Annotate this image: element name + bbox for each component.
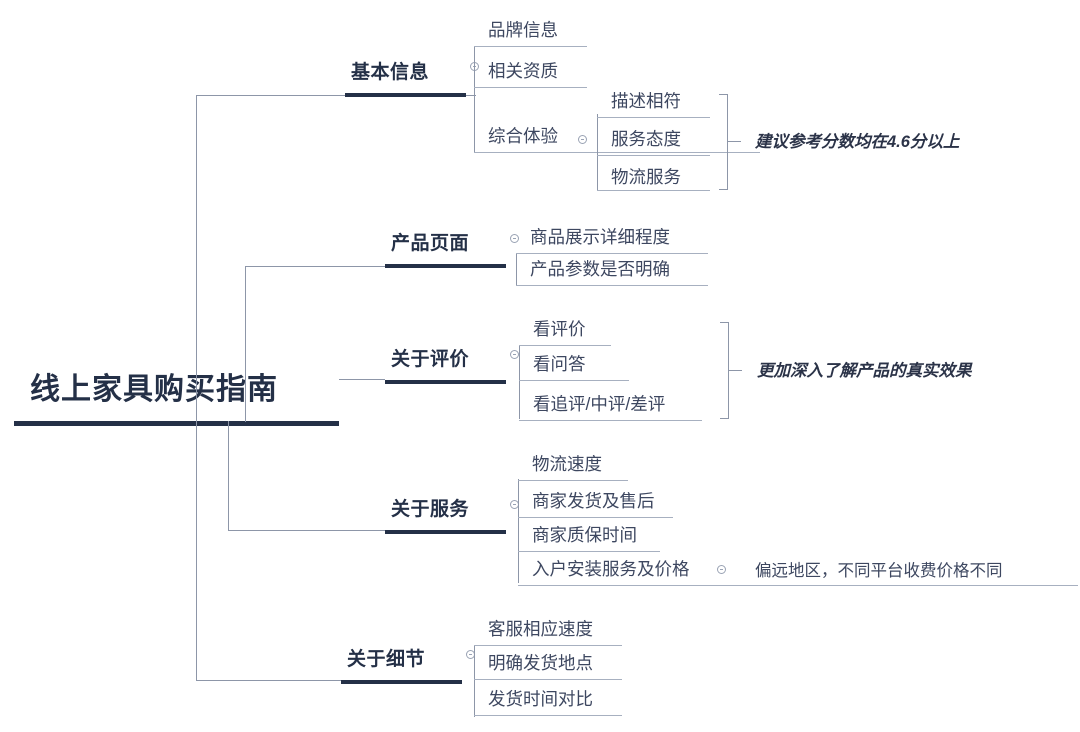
- leaf-underline-shipping-time-compare: [474, 715, 622, 717]
- leaf-label-read-reviews[interactable]: 看评价: [533, 319, 586, 339]
- leaf-underline-shipping-aftersales: [518, 517, 673, 519]
- leaf-label-display-detail[interactable]: 商品展示详细程度: [530, 227, 670, 247]
- branch-label-product-page[interactable]: 产品页面: [391, 233, 470, 254]
- branch-label-basic-info[interactable]: 基本信息: [351, 62, 430, 83]
- leaf-label-shipping-aftersales[interactable]: 商家发货及售后: [532, 491, 655, 511]
- leaf-label-shipping-location[interactable]: 明确发货地点: [488, 653, 593, 673]
- branch-connector-service: [228, 530, 385, 532]
- branch-label-about-details[interactable]: 关于细节: [347, 649, 426, 670]
- branch-label-about-service[interactable]: 关于服务: [391, 499, 470, 520]
- leaf-label-overall-experience[interactable]: 综合体验: [488, 126, 558, 146]
- branch-underline-details: [341, 680, 462, 684]
- leaf-underline-read-qa: [519, 380, 629, 382]
- bracket-vertical-details-children: [474, 645, 476, 717]
- subleaf-label-description-match[interactable]: 描述相符: [611, 91, 681, 111]
- root-node-label[interactable]: 线上家具购买指南: [30, 373, 278, 406]
- bracket-vertical-service-children: [518, 479, 520, 583]
- leaf-underline-overall-experience: [474, 152, 760, 154]
- note-label-score-recommendation[interactable]: 建议参考分数均在4.6分以上: [755, 133, 960, 151]
- leaf-label-shipping-time-compare[interactable]: 发货时间对比: [488, 689, 593, 709]
- collapse-toggle-icon-overall-experience[interactable]: [578, 135, 587, 144]
- bracket-vertical-reviews-children: [519, 345, 521, 419]
- bracket-vertical-overall-children: [597, 114, 599, 190]
- trunk-line-down-service: [228, 421, 230, 531]
- bracket-right-reviews-stub: [728, 370, 742, 372]
- collapse-toggle-icon-product[interactable]: [510, 234, 519, 243]
- leaf-label-warranty-period[interactable]: 商家质保时间: [532, 525, 637, 545]
- leaf-underline-shipping-location: [474, 679, 622, 681]
- subleaf-underline-description-match: [597, 117, 710, 119]
- leaf-label-logistics-speed[interactable]: 物流速度: [532, 454, 602, 474]
- leaf-underline-params-clear: [516, 285, 708, 287]
- leaf-label-qualifications[interactable]: 相关资质: [488, 61, 558, 81]
- collapse-toggle-icon-reviews[interactable]: [510, 350, 519, 359]
- branch-connector-basic: [196, 95, 351, 97]
- bracket-right-overall-top: [719, 94, 728, 96]
- trunk-line-up-product: [245, 266, 247, 422]
- trunk-line-up-basic: [196, 95, 198, 422]
- bracket-right-overall-stub: [727, 141, 741, 143]
- bracket-right-overall-bottom: [719, 189, 728, 191]
- branch-label-about-reviews[interactable]: 关于评价: [391, 349, 470, 370]
- note-label-deeper-understanding[interactable]: 更加深入了解产品的真实效果: [757, 362, 972, 380]
- leaf-label-params-clear[interactable]: 产品参数是否明确: [530, 259, 670, 279]
- branch-underline-service: [385, 530, 506, 534]
- leaf-label-read-followup-reviews[interactable]: 看追评/中评/差评: [533, 394, 666, 414]
- note-label-remote-area-pricing[interactable]: 偏远地区，不同平台收费价格不同: [755, 562, 1003, 580]
- subleaf-underline-logistics-service: [597, 190, 710, 192]
- leaf-label-read-qa[interactable]: 看问答: [533, 354, 586, 374]
- leaf-underline-logistics-speed: [518, 480, 628, 482]
- branch-underline-basic: [345, 93, 466, 97]
- leaf-underline-warranty-period: [518, 551, 660, 553]
- branch-underline-reviews: [385, 380, 506, 384]
- leaf-underline-read-followup-reviews: [519, 420, 702, 422]
- leaf-label-support-response-speed[interactable]: 客服相应速度: [488, 619, 593, 639]
- leaf-underline-qualifications: [474, 87, 587, 89]
- subleaf-label-service-attitude[interactable]: 服务态度: [611, 129, 681, 149]
- trunk-line-reviews: [339, 379, 385, 381]
- leaf-underline-support-response-speed: [474, 645, 622, 647]
- leaf-label-brand-info[interactable]: 品牌信息: [488, 20, 558, 40]
- bracket-vertical-product-children: [516, 253, 518, 285]
- branch-underline-product: [385, 264, 506, 268]
- leaf-underline-brand-info: [474, 46, 587, 48]
- subleaf-label-logistics-service[interactable]: 物流服务: [611, 167, 681, 187]
- collapse-toggle-icon-installation[interactable]: [717, 565, 726, 574]
- subleaf-underline-service-attitude: [597, 155, 710, 157]
- leaf-underline-installation-service: [518, 585, 1078, 587]
- leaf-underline-display-detail: [516, 253, 708, 255]
- branch-connector-details: [196, 680, 341, 682]
- leaf-label-installation-service[interactable]: 入户安装服务及价格: [532, 559, 690, 579]
- bracket-vertical-basic-children: [474, 46, 476, 152]
- bracket-stub-basic: [466, 95, 476, 97]
- bracket-right-reviews-top: [720, 322, 729, 324]
- bracket-right-reviews-bottom: [720, 418, 729, 420]
- branch-connector-product: [245, 266, 385, 268]
- leaf-underline-read-reviews: [519, 345, 611, 347]
- root-underline: [14, 421, 339, 426]
- trunk-line-down-details: [196, 421, 198, 681]
